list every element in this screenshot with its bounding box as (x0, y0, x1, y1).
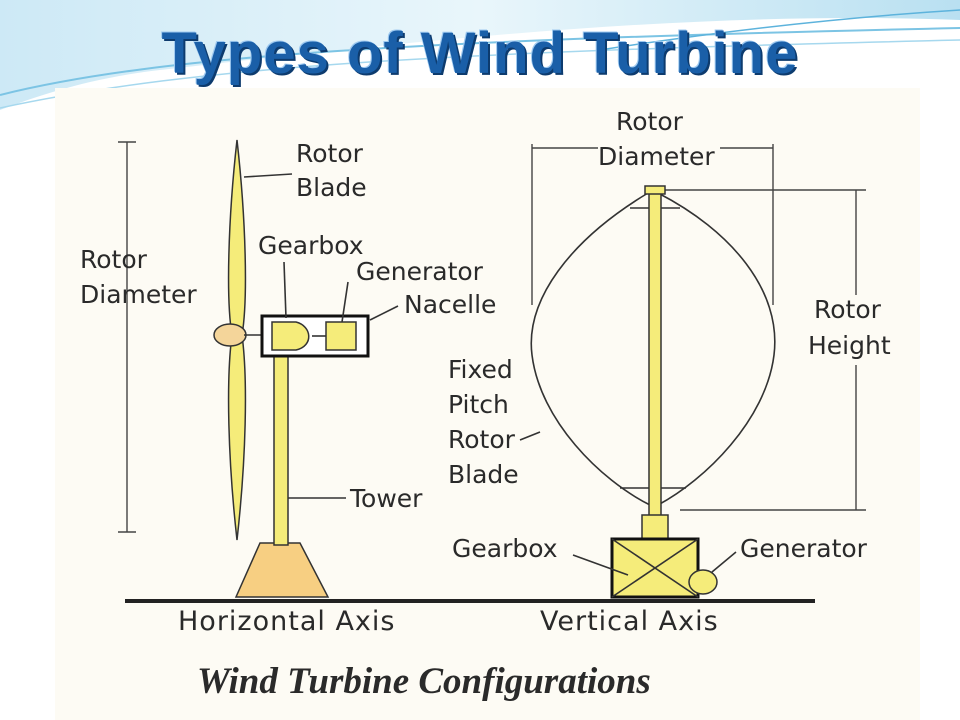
label-fixed-pitch-2: Pitch (448, 390, 509, 419)
label-rotor-blade-1: Rotor (296, 139, 364, 168)
diagram-panel (55, 88, 920, 720)
label-rotor-diameter-2: Diameter (80, 280, 197, 309)
generator (325, 321, 357, 351)
label-tower: Tower (349, 484, 423, 513)
page-title: Types of Wind Turbine (161, 21, 799, 86)
horizontal-axis-label: Horizontal Axis (178, 606, 395, 637)
tower (273, 354, 289, 546)
label-generator: Generator (740, 534, 868, 563)
generator (688, 569, 718, 595)
label-rotor-diameter-1: Rotor (616, 107, 684, 136)
label-fixed-pitch-1: Fixed (448, 355, 513, 384)
rotor-mast (648, 187, 662, 519)
horizontal-axis-turbine: Rotor Blade Rotor Diameter Gearbox Gener… (80, 139, 496, 637)
label-rotor-height-2: Height (808, 331, 891, 360)
rotor-blade-left (530, 192, 651, 506)
label-rotor-diameter-1: Rotor (80, 245, 148, 274)
label-fixed-pitch-3: Rotor (448, 425, 516, 454)
label-rotor-blade-2: Blade (296, 173, 367, 202)
rotor-hub (213, 323, 247, 347)
vertical-axis-turbine: Rotor Diameter Rotor Height Fixed Pitch … (448, 107, 891, 637)
gearbox (271, 321, 310, 351)
label-gearbox: Gearbox (258, 231, 364, 260)
tower-base (234, 542, 330, 598)
label-rotor-height-1: Rotor (814, 295, 882, 324)
label-fixed-pitch-4: Blade (448, 460, 519, 489)
label-generator: Generator (356, 257, 484, 286)
diagram-caption: Wind Turbine Configurations (197, 661, 651, 702)
label-gearbox: Gearbox (452, 534, 558, 563)
vertical-axis-label: Vertical Axis (540, 606, 719, 637)
rotor-blade-right (657, 192, 776, 506)
label-nacelle: Nacelle (404, 290, 496, 319)
label-rotor-diameter-2: Diameter (598, 142, 715, 171)
